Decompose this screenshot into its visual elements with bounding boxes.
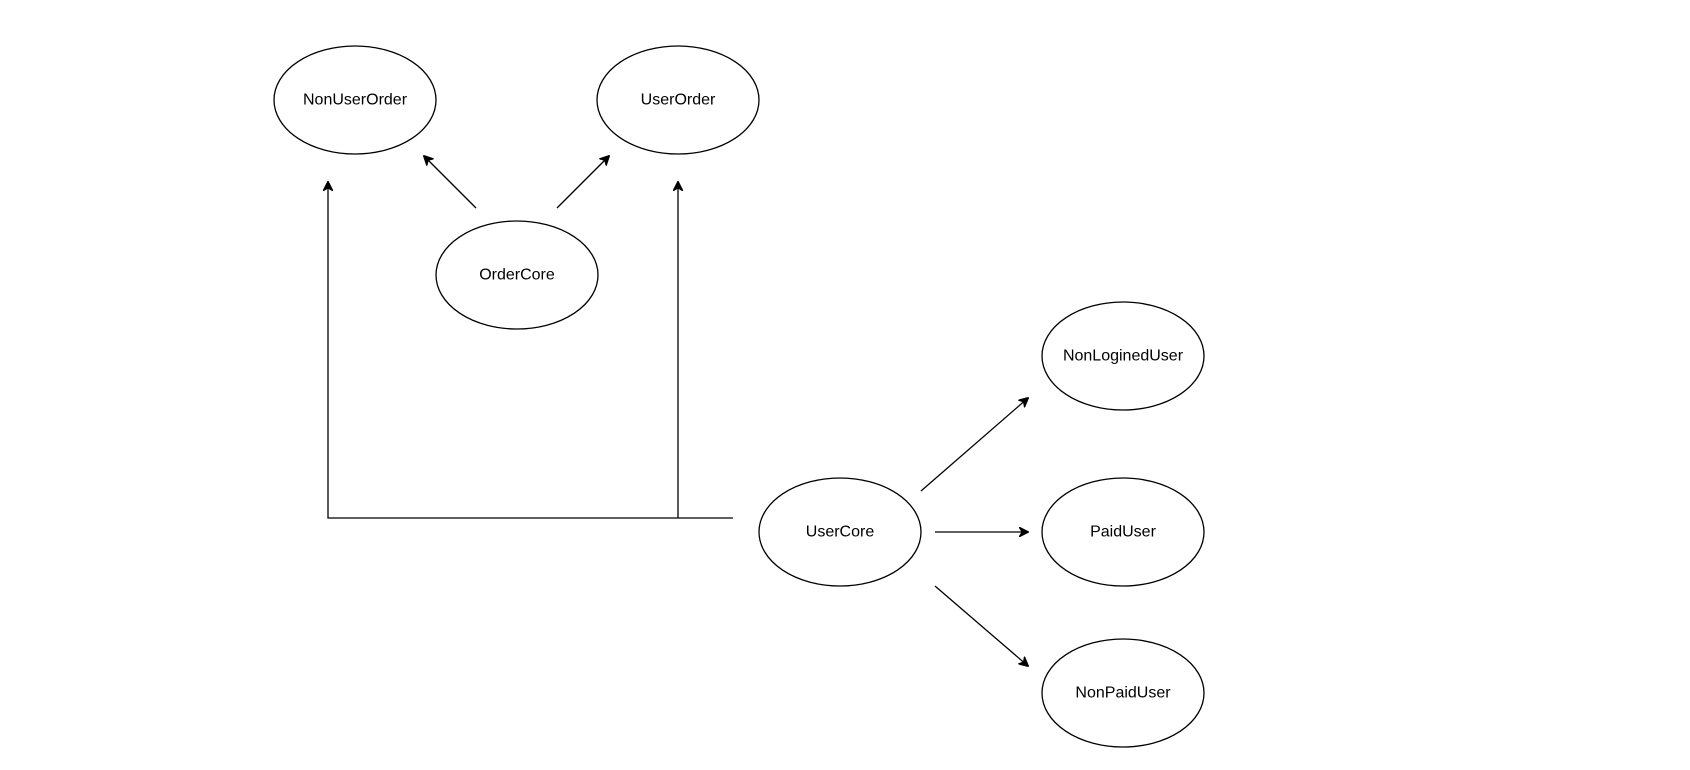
node-non-logined-user[interactable]: NonLoginedUser [1041,301,1205,411]
node-non-user-order[interactable]: NonUserOrder [273,45,437,155]
nodes: NonUserOrder UserOrder OrderCore NonLogi… [273,45,1205,748]
edge-user-core-to-non-user-order[interactable] [328,182,733,519]
edge-user-core-to-non-logined-user[interactable] [920,398,1028,492]
node-user-order-shape [596,45,760,155]
node-order-core[interactable]: OrderCore [435,220,599,330]
edge-order-core-to-non-user-order[interactable] [424,156,477,209]
edges [328,156,1028,666]
node-non-user-order-shape [273,45,437,155]
node-user-order[interactable]: UserOrder [596,45,760,155]
node-user-core[interactable]: UserCore [758,477,922,587]
node-non-paid-user-shape [1041,638,1205,748]
node-order-core-shape [435,220,599,330]
node-non-logined-user-label: NonLoginedUser [1063,348,1184,365]
node-paid-user[interactable]: PaidUser [1041,477,1205,587]
node-order-core-label: OrderCore [479,267,555,284]
node-non-user-order-label: NonUserOrder [303,92,408,109]
node-non-paid-user[interactable]: NonPaidUser [1041,638,1205,748]
node-user-order-label: UserOrder [641,92,716,109]
node-user-core-label: UserCore [806,524,875,541]
node-paid-user-shape [1041,477,1205,587]
node-user-core-shape [758,477,922,587]
edge-user-core-to-non-paid-user[interactable] [934,585,1028,666]
edge-order-core-to-user-order[interactable] [556,156,609,209]
node-paid-user-label: PaidUser [1090,524,1156,541]
node-non-logined-user-shape [1041,301,1205,411]
node-non-paid-user-label: NonPaidUser [1075,685,1171,702]
